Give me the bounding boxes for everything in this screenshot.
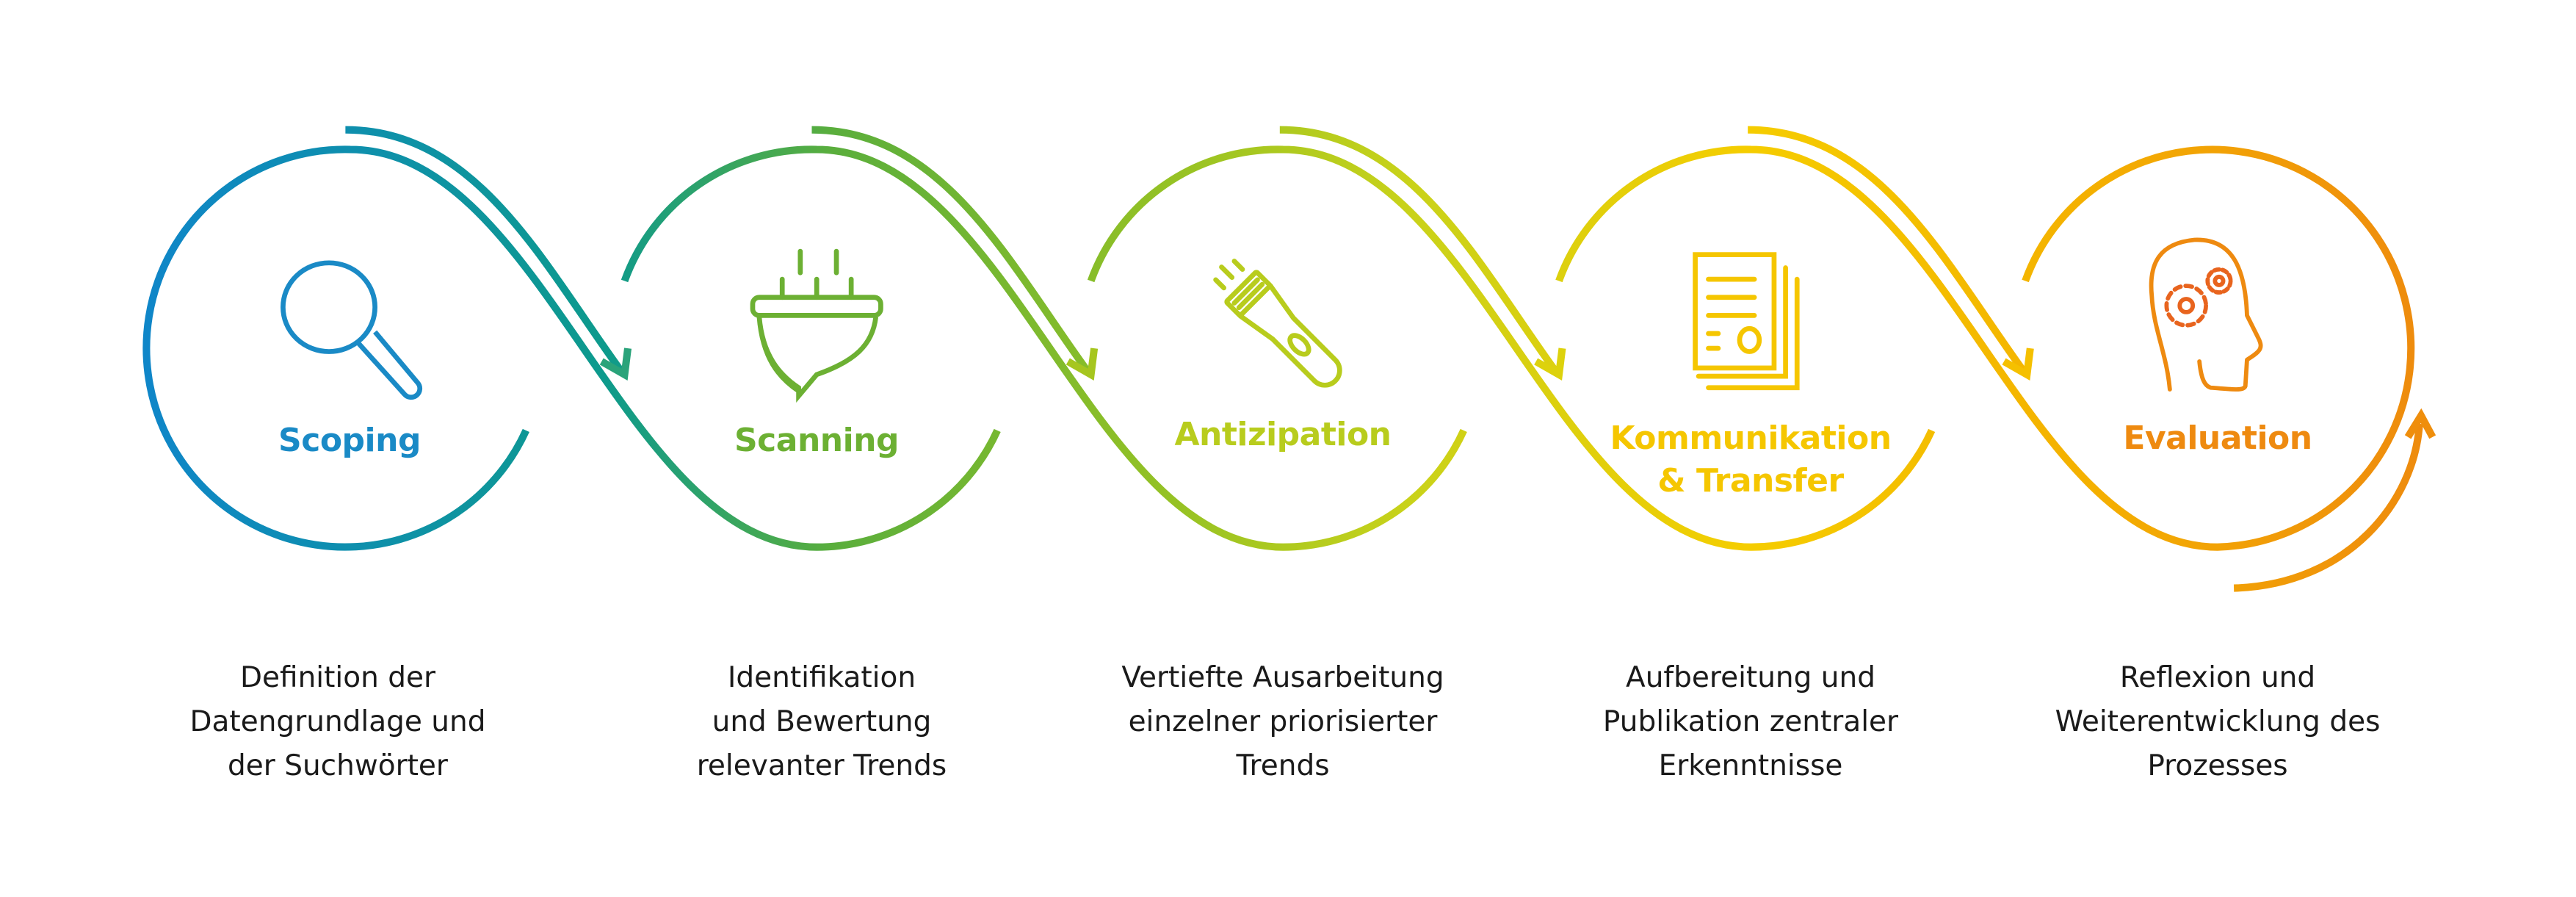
step-title-kommunikation-transfer: Kommunikation & Transfer: [1530, 417, 1971, 502]
wave-segment-4: [1555, 145, 2415, 551]
title-line: Evaluation: [2123, 419, 2312, 457]
wave-segment-1: [142, 145, 1001, 551]
description-line: Erkenntnisse: [1658, 749, 1843, 782]
arrowhead-icon: [1534, 347, 1566, 381]
feedback-arrow: [2233, 423, 2423, 592]
flow-arrow-1: [345, 126, 625, 374]
description-line: einzelner priorisierter: [1128, 705, 1438, 738]
flow-arrow-3: [1279, 126, 1559, 374]
title-line: Scanning: [734, 422, 900, 459]
arrowhead-icon: [1066, 347, 1099, 381]
step-description-kommunikation-transfer: Aufbereitung und Publikation zentraler E…: [1523, 656, 1978, 788]
description-line: Reflexion und: [2119, 661, 2316, 694]
description-line: Vertiefte Ausarbeitung: [1121, 661, 1444, 694]
step-title-antizipation: Antizipation: [1063, 414, 1503, 456]
step-title-evaluation: Evaluation: [1997, 417, 2438, 460]
step-description-scoping: Definition der Datengrundlage und der Su…: [110, 656, 565, 788]
description-line: Publikation zentraler: [1602, 705, 1899, 738]
title-line: & Transfer: [1657, 462, 1844, 500]
documents-icon: [1693, 252, 1800, 391]
arrowhead-icon: [2404, 408, 2436, 439]
funnel-icon: [750, 248, 883, 403]
description-line: Aufbereitung und: [1626, 661, 1875, 694]
description-line: relevanter Trends: [696, 749, 947, 782]
title-line: Kommunikation: [1610, 419, 1892, 457]
description-line: Trends: [1236, 749, 1330, 782]
description-line: Weiterentwicklung des: [2055, 705, 2381, 738]
flow-arrow-2: [811, 126, 1091, 374]
flashlight-icon: [1213, 259, 1342, 388]
description-line: Identifikation: [727, 661, 916, 694]
description-line: Definition der: [239, 661, 436, 694]
description-line: Prozesses: [2147, 749, 2288, 782]
title-line: Antizipation: [1174, 416, 1392, 453]
wave-segment-2: [621, 145, 1467, 551]
magnifier-icon: [281, 260, 423, 400]
head-gears-icon: [2149, 237, 2263, 392]
step-description-evaluation: Reflexion und Weiterentwicklung des Proz…: [1990, 656, 2445, 788]
step-description-scanning: Identifikation und Bewertung relevanter …: [594, 656, 1049, 788]
wave-segment-3: [1087, 145, 1936, 551]
arrowhead-icon: [2002, 347, 2034, 381]
flow-arrow-4: [1748, 126, 2027, 374]
arrowhead-icon: [599, 347, 632, 381]
description-line: der Suchwörter: [228, 749, 448, 782]
description-line: und Bewertung: [712, 705, 932, 738]
step-title-scanning: Scanning: [596, 419, 1037, 462]
step-description-antizipation: Vertiefte Ausarbeitung einzelner prioris…: [1055, 656, 1510, 788]
description-line: Datengrundlage und: [189, 705, 486, 738]
step-title-scoping: Scoping: [129, 419, 570, 462]
title-line: Scoping: [278, 422, 421, 459]
